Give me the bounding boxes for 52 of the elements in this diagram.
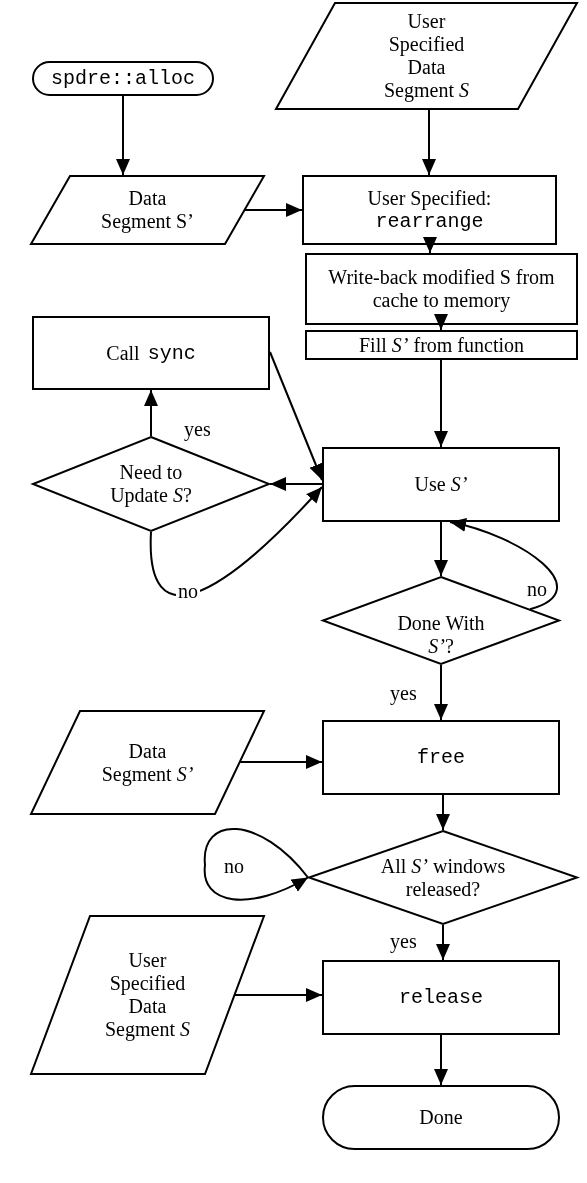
- process-box: [305, 253, 578, 325]
- node-text: Write-back modified S from cache to memory: [327, 266, 556, 312]
- decision-diamond: [308, 830, 578, 925]
- process-box: [32, 316, 270, 390]
- arrow: [422, 109, 436, 176]
- arrow: [423, 237, 437, 254]
- decision-diamond: [322, 576, 560, 665]
- arrow: [239, 755, 323, 769]
- process-box: [305, 330, 578, 360]
- node-text: Use S’: [414, 473, 468, 496]
- node-text: Fill S’ from function: [359, 333, 524, 357]
- process-box: [302, 175, 557, 245]
- arrow: [116, 95, 130, 176]
- node-text: All S’ windows released?: [379, 854, 507, 901]
- node-text: Data Segment S’: [100, 187, 195, 233]
- process-box: [322, 720, 560, 795]
- data-parallelogram: [30, 175, 265, 245]
- arrow: [434, 664, 448, 721]
- arrow: [434, 1034, 448, 1086]
- data-parallelogram: [30, 915, 265, 1075]
- node-text: User Specified Data Segment S: [104, 949, 191, 1041]
- arrow: [244, 203, 303, 217]
- arrow: [234, 988, 323, 1002]
- node-text: Done: [419, 1106, 463, 1129]
- data-parallelogram: [30, 710, 265, 815]
- arrow: [144, 389, 158, 437]
- arrow: [449, 518, 558, 611]
- arrow: [150, 486, 323, 597]
- node-text: Done With S’?: [396, 611, 486, 658]
- process-box: [322, 960, 560, 1035]
- arrow: [434, 521, 448, 577]
- data-parallelogram: [275, 2, 578, 110]
- arrow: [269, 351, 323, 481]
- terminal-box: [322, 1085, 560, 1150]
- node-text: Call: [106, 341, 140, 365]
- code-text: release: [399, 986, 483, 1009]
- code-text: free: [417, 746, 465, 769]
- node-text: User Specified Data Segment S: [383, 10, 470, 102]
- arrow: [434, 314, 448, 331]
- terminal-box: [32, 61, 214, 96]
- arrow: [436, 924, 450, 961]
- process-box: [322, 447, 560, 522]
- node-text: Need to Update S?: [109, 461, 193, 507]
- node-text: Data Segment S’: [100, 739, 195, 786]
- code-text: sync: [147, 341, 196, 365]
- arrow: [434, 359, 448, 448]
- code-text: rearrange: [375, 210, 484, 233]
- arrow: [269, 477, 323, 491]
- arrow: [203, 828, 309, 901]
- node-text: User Specified:: [367, 187, 492, 210]
- code-text: spdre::alloc: [51, 67, 195, 90]
- arrow: [436, 794, 450, 831]
